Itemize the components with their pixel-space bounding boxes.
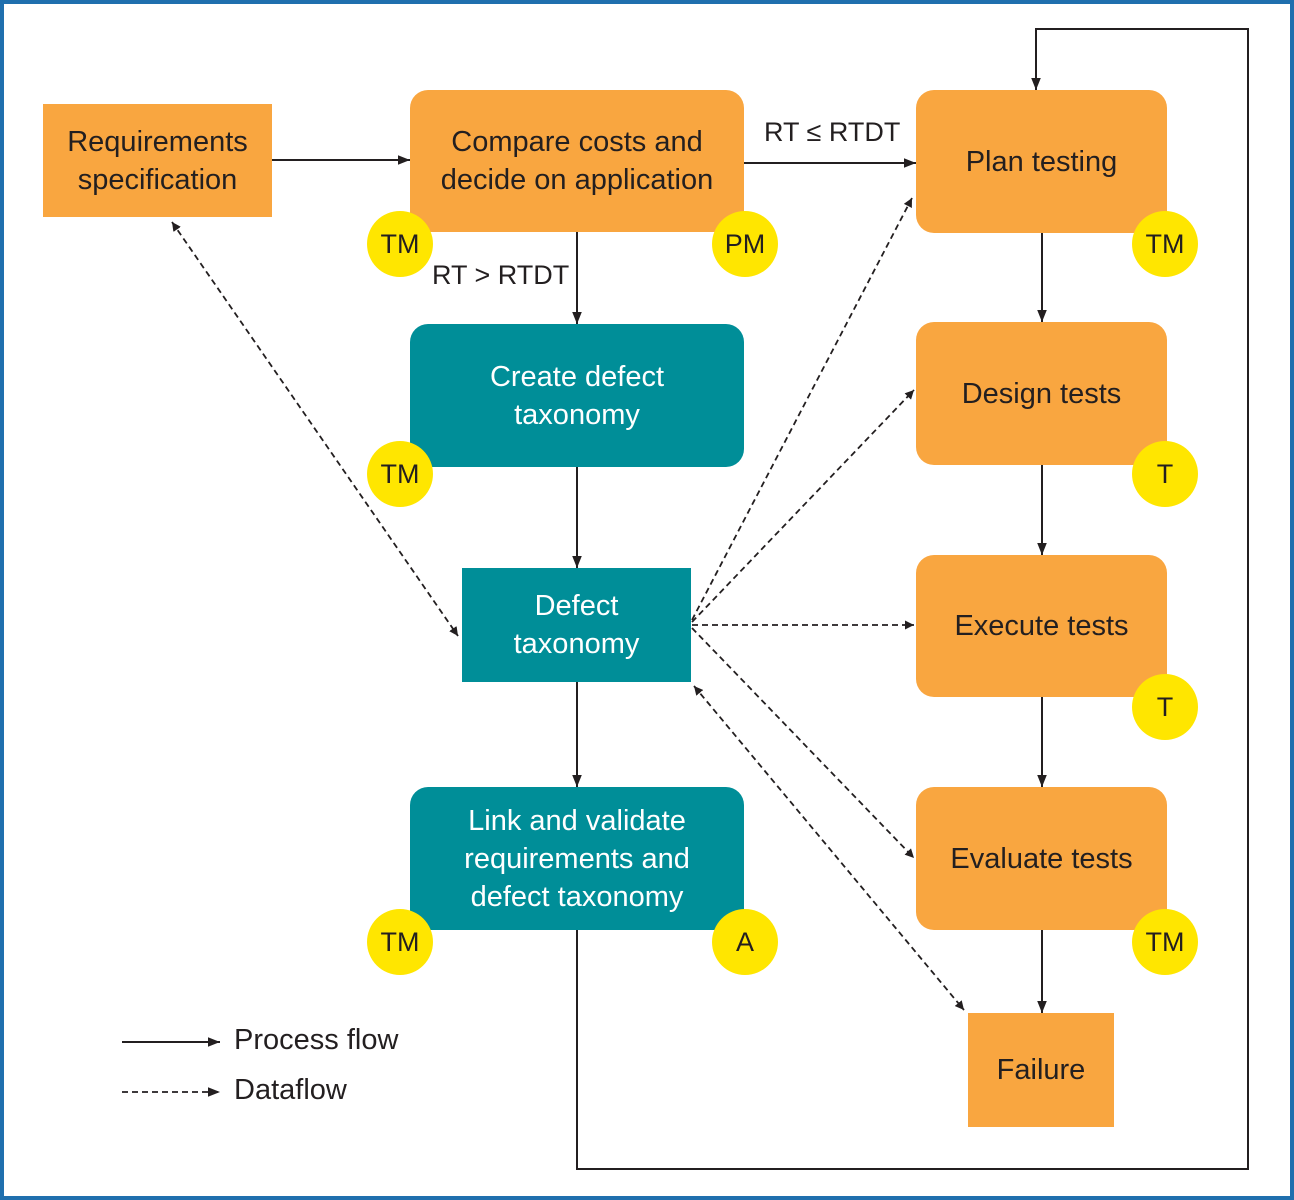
dataflow-req-taxonomy (171, 221, 459, 637)
dataflow-taxonomy-to-evaluate (691, 627, 915, 859)
node-execute-tests: Execute tests (916, 555, 1167, 697)
node-defect-taxonomy: Defect taxonomy (462, 568, 691, 682)
flow-link-feedback-loop (576, 28, 1249, 1170)
edge-label-rt-le-rtdt: RT ≤ RTDT (764, 117, 901, 147)
node-evaluate-tests: Evaluate tests (916, 787, 1167, 930)
node-link-validate: Link and validate requirements and defec… (410, 787, 744, 930)
node-failure: Failure (968, 1013, 1114, 1127)
badge-create-taxonomy-tm: TM (367, 441, 433, 507)
dataflow-failure-taxonomy (693, 685, 965, 1011)
edge-label-rt-gt-rtdt: RT > RTDT (432, 260, 570, 290)
badge-compare-costs-pm: PM (712, 211, 778, 277)
badge-link-validate-a: A (712, 909, 778, 975)
legend-dataflow-label: Dataflow (234, 1074, 347, 1106)
node-create-defect-taxonomy: Create defect taxonomy (410, 324, 744, 467)
node-design-tests: Design tests (916, 322, 1167, 465)
badge-execute-tests-t: T (1132, 674, 1198, 740)
node-compare-costs: Compare costs and decide on application (410, 90, 744, 232)
badge-design-tests-t: T (1132, 441, 1198, 507)
badge-evaluate-tests-tm: TM (1132, 909, 1198, 975)
badge-link-validate-tm: TM (367, 909, 433, 975)
badge-compare-costs-tm: TM (367, 211, 433, 277)
node-plan-testing: Plan testing (916, 90, 1167, 233)
node-requirements-specification: Requirements specification (43, 104, 272, 217)
dataflow-taxonomy-to-design (691, 389, 915, 623)
badge-plan-testing-tm: TM (1132, 211, 1198, 277)
legend-process-flow-label: Process flow (234, 1024, 399, 1056)
